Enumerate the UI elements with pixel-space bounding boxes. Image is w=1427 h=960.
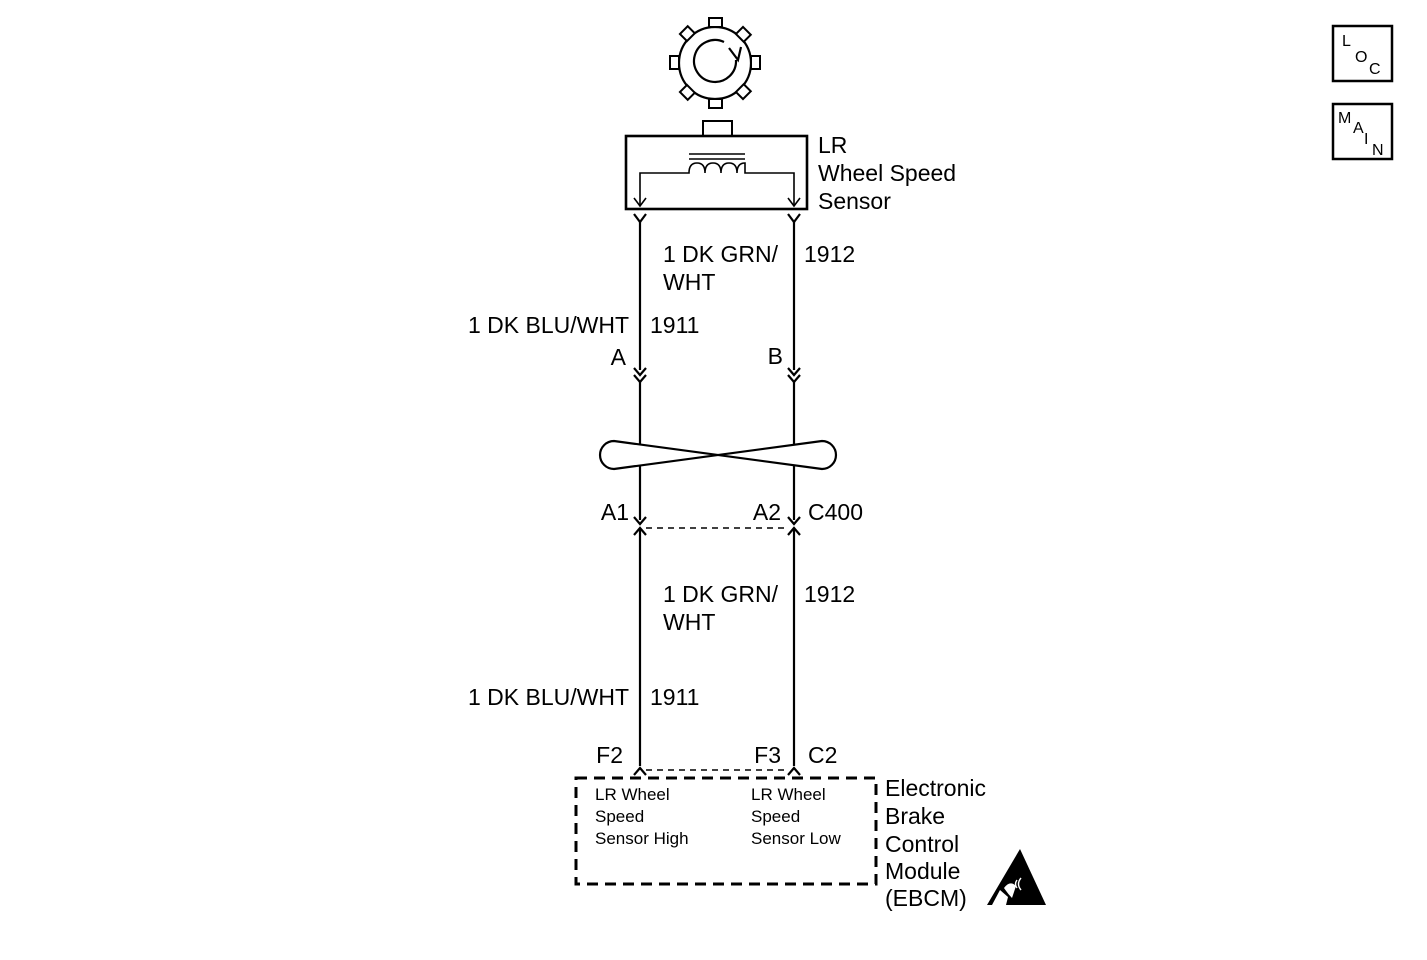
main-letter-m: M bbox=[1338, 110, 1351, 127]
ebcm-label-line1: Electronic bbox=[885, 775, 986, 801]
loc-letter-c: C bbox=[1369, 61, 1381, 78]
main-letter-n: N bbox=[1372, 142, 1384, 159]
ebcm-label-line2: Brake bbox=[885, 803, 945, 829]
loc-button[interactable]: L O C bbox=[1331, 24, 1394, 83]
pin-high-label-2: Speed bbox=[595, 807, 644, 826]
connector-c2: C2 bbox=[808, 742, 837, 768]
terminal-a2: A2 bbox=[753, 499, 781, 525]
ebcm-label-line3: Control bbox=[885, 831, 959, 857]
pin-high-label-3: Sensor High bbox=[595, 829, 689, 848]
terminal-f2: F2 bbox=[596, 742, 623, 768]
loc-letter-o: O bbox=[1355, 49, 1367, 66]
ebcm-module bbox=[574, 776, 878, 886]
circuit-lower-left: 1911 bbox=[650, 684, 699, 710]
terminal-b: B bbox=[768, 343, 783, 369]
loc-letter-l: L bbox=[1342, 33, 1351, 50]
lr-wheel-speed-sensor bbox=[624, 120, 809, 211]
pin-low-label-2: Speed bbox=[751, 807, 800, 826]
twisted-pair-icon bbox=[598, 439, 838, 471]
connector-c400: C400 bbox=[808, 499, 863, 525]
sensor-label-line3: Sensor bbox=[818, 188, 891, 214]
wire-color-lower-left: 1 DK BLU/WHT bbox=[468, 684, 629, 710]
main-letter-a: A bbox=[1353, 120, 1364, 137]
ebcm-label-line4: Module bbox=[885, 858, 960, 884]
coil-icon bbox=[633, 153, 801, 208]
tone-wheel-icon bbox=[669, 17, 761, 109]
pin-high-label-1: LR Wheel bbox=[595, 785, 670, 804]
wire-color-upper-right-2: WHT bbox=[663, 269, 715, 295]
terminal-a: A bbox=[611, 344, 627, 370]
terminal-a1: A1 bbox=[601, 499, 629, 525]
circuit-upper-right: 1912 bbox=[804, 241, 855, 267]
pin-low-label-1: LR Wheel bbox=[751, 785, 826, 804]
terminal-f3: F3 bbox=[754, 742, 781, 768]
connector-c2-symbol bbox=[633, 766, 801, 776]
wire-1911-upper bbox=[633, 213, 647, 370]
sensor-label-line2: Wheel Speed bbox=[818, 160, 956, 186]
esd-warning-icon bbox=[987, 849, 1046, 905]
main-letter-i: I bbox=[1364, 131, 1368, 148]
connector-chevrons-sensor bbox=[633, 367, 801, 384]
wire-color-lower-right-2: WHT bbox=[663, 609, 715, 635]
pin-low-label-3: Sensor Low bbox=[751, 829, 841, 848]
wire-1912-upper bbox=[787, 213, 801, 370]
main-button[interactable]: M A I N bbox=[1331, 102, 1394, 161]
circuit-upper-left: 1911 bbox=[650, 312, 699, 338]
wire-color-upper-right-1: 1 DK GRN/ bbox=[663, 241, 779, 267]
wire-color-lower-right-1: 1 DK GRN/ bbox=[663, 581, 779, 607]
sensor-label-line1: LR bbox=[818, 132, 847, 158]
wire-color-upper-left: 1 DK BLU/WHT bbox=[468, 312, 629, 338]
ebcm-label-line5: (EBCM) bbox=[885, 885, 967, 911]
circuit-lower-right: 1912 bbox=[804, 581, 855, 607]
